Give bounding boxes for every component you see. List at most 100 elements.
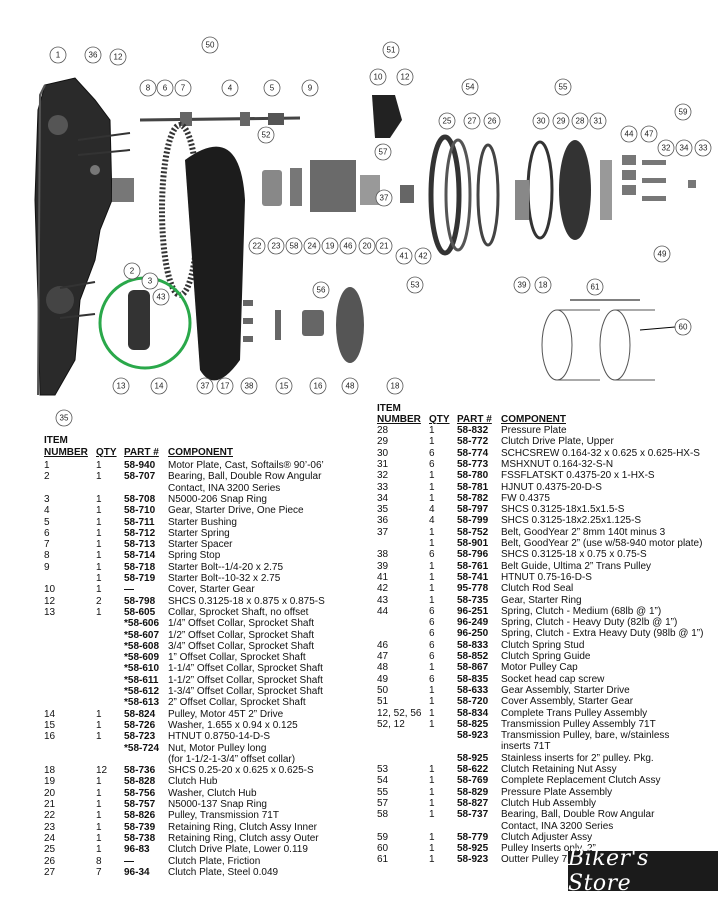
- part-number: 58-773: [457, 458, 489, 470]
- part-number: *58-606: [124, 618, 160, 630]
- callout-30: 30: [532, 112, 550, 130]
- component-name: Starter Spacer: [168, 539, 233, 551]
- item-number: 51: [377, 696, 389, 708]
- component-name: Clutch Plate, Friction: [168, 855, 261, 867]
- part-number: 58-780: [457, 470, 489, 482]
- component-name: Collar, Sprocket Shaft, no offset: [168, 606, 309, 618]
- component-name: Belt, GoodYear 2” (use w/58-940 motor pl…: [501, 538, 703, 549]
- item-number: 54: [377, 775, 389, 787]
- qty-value: 1: [429, 809, 435, 821]
- part-number: 58-833: [457, 639, 489, 651]
- part-number: 96-34: [124, 866, 150, 878]
- callout-number: 15: [280, 382, 289, 391]
- component-name: Washer, 1.655 x 0.94 x 0.125: [168, 719, 298, 731]
- part-number: 58-741: [457, 571, 489, 583]
- component-name: Contact, INA 3200 Series: [168, 482, 281, 494]
- callout-20: 20: [358, 237, 376, 255]
- callout-number: 60: [679, 323, 688, 332]
- qty-value: 4: [429, 504, 435, 516]
- item-number: 57: [377, 797, 389, 809]
- callout-number: 47: [645, 130, 654, 139]
- qty-value: 1: [429, 583, 435, 595]
- callout-2: 2: [123, 262, 141, 280]
- callout-number: 14: [155, 382, 164, 391]
- item-number: 9: [44, 561, 50, 573]
- qty-value: 1: [96, 516, 102, 528]
- component-name: Clutch Spring Stud: [501, 639, 585, 651]
- part-number: 58-798: [124, 595, 156, 607]
- callout-number: 21: [380, 242, 389, 251]
- callout-number: 49: [658, 250, 667, 259]
- qty-value: 1: [429, 718, 435, 730]
- component-column-header: COMPONENT: [168, 447, 233, 458]
- component-name: 1-3/4” Offset Collar, Sprocket Shaft: [168, 686, 323, 697]
- callout-61: 61: [586, 278, 604, 296]
- part-number: 58-737: [457, 809, 489, 821]
- qty-value: 1: [96, 731, 102, 743]
- callout-number: 4: [228, 84, 233, 93]
- starter-gear-cover: [372, 95, 402, 138]
- qty-value: 4: [429, 515, 435, 527]
- callout-55: 55: [554, 78, 572, 96]
- item-number: 27: [44, 866, 56, 878]
- callout-number: 51: [387, 46, 396, 55]
- item-number: 12: [44, 595, 56, 607]
- component-name: Contact, INA 3200 Series: [501, 820, 614, 832]
- part-number: 58-782: [457, 492, 489, 504]
- item-number: 37: [377, 526, 389, 538]
- callout-23: 23: [267, 237, 285, 255]
- item-number: 25: [44, 844, 56, 856]
- component-name: 1/2” Offset Collar, Sprocket Shaft: [168, 629, 314, 641]
- component-name: Retaining Ring, Clutch assy Outer: [168, 832, 319, 844]
- callout-number: 35: [60, 414, 69, 423]
- component-name: Motor Plate, Cast, Softails® 90’-06’: [168, 460, 324, 471]
- part-number: 58-714: [124, 550, 156, 562]
- callout-number: 36: [89, 51, 98, 60]
- part-number: 58-633: [457, 684, 489, 696]
- qty-value: 8: [96, 855, 102, 867]
- part-number: 58-781: [457, 481, 489, 493]
- qty-value: 6: [429, 639, 435, 651]
- number-column-header: NUMBER: [377, 414, 421, 425]
- part-number: 58-828: [124, 776, 156, 788]
- callout-number: 28: [576, 117, 585, 126]
- part-number: 58-901: [457, 538, 489, 549]
- part-number: 58-925: [457, 752, 489, 764]
- callout-number: 16: [314, 382, 323, 391]
- qty-value: 1: [96, 821, 102, 833]
- part-column-header: PART #: [457, 414, 492, 425]
- qty-value: 1: [96, 719, 102, 731]
- qty-value: 6: [429, 447, 435, 459]
- callout-44: 44: [620, 125, 638, 143]
- callout-number: 61: [591, 283, 600, 292]
- part-number: 58-834: [457, 707, 489, 719]
- item-number: 5: [44, 516, 50, 528]
- callout-number: 10: [374, 73, 383, 82]
- callout-52: 52: [257, 126, 275, 144]
- callout-49: 49: [653, 245, 671, 263]
- component-name: Pulley Inserts only, 2”: [501, 843, 596, 855]
- part-number: 58-799: [457, 515, 489, 527]
- callout-10: 10: [369, 68, 387, 86]
- item-number: 15: [44, 719, 56, 731]
- qty-value: 1: [96, 460, 102, 471]
- item-number: 33: [377, 481, 389, 493]
- qty-value: 1: [429, 470, 435, 482]
- part-number: 58-707: [124, 471, 156, 483]
- item-number: 61: [377, 854, 389, 866]
- callout-59: 59: [674, 103, 692, 121]
- item-number: 29: [377, 436, 389, 448]
- callout-8: 8: [139, 79, 157, 97]
- item-number: 7: [44, 539, 50, 551]
- qty-value: 1: [96, 471, 102, 483]
- component-name: Clutch Drive Plate, Upper: [501, 436, 614, 448]
- callout-number: 22: [253, 242, 262, 251]
- item-number: 2: [44, 471, 50, 483]
- component-name: Spring, Clutch - Medium (68lb @ 1”): [501, 605, 662, 617]
- callout-number: 37: [201, 382, 210, 391]
- part-number: 58-708: [124, 493, 156, 505]
- callout-4: 4: [221, 79, 239, 97]
- callout-number: 31: [594, 117, 603, 126]
- item-number: 55: [377, 786, 389, 798]
- callout-12: 12: [396, 68, 414, 86]
